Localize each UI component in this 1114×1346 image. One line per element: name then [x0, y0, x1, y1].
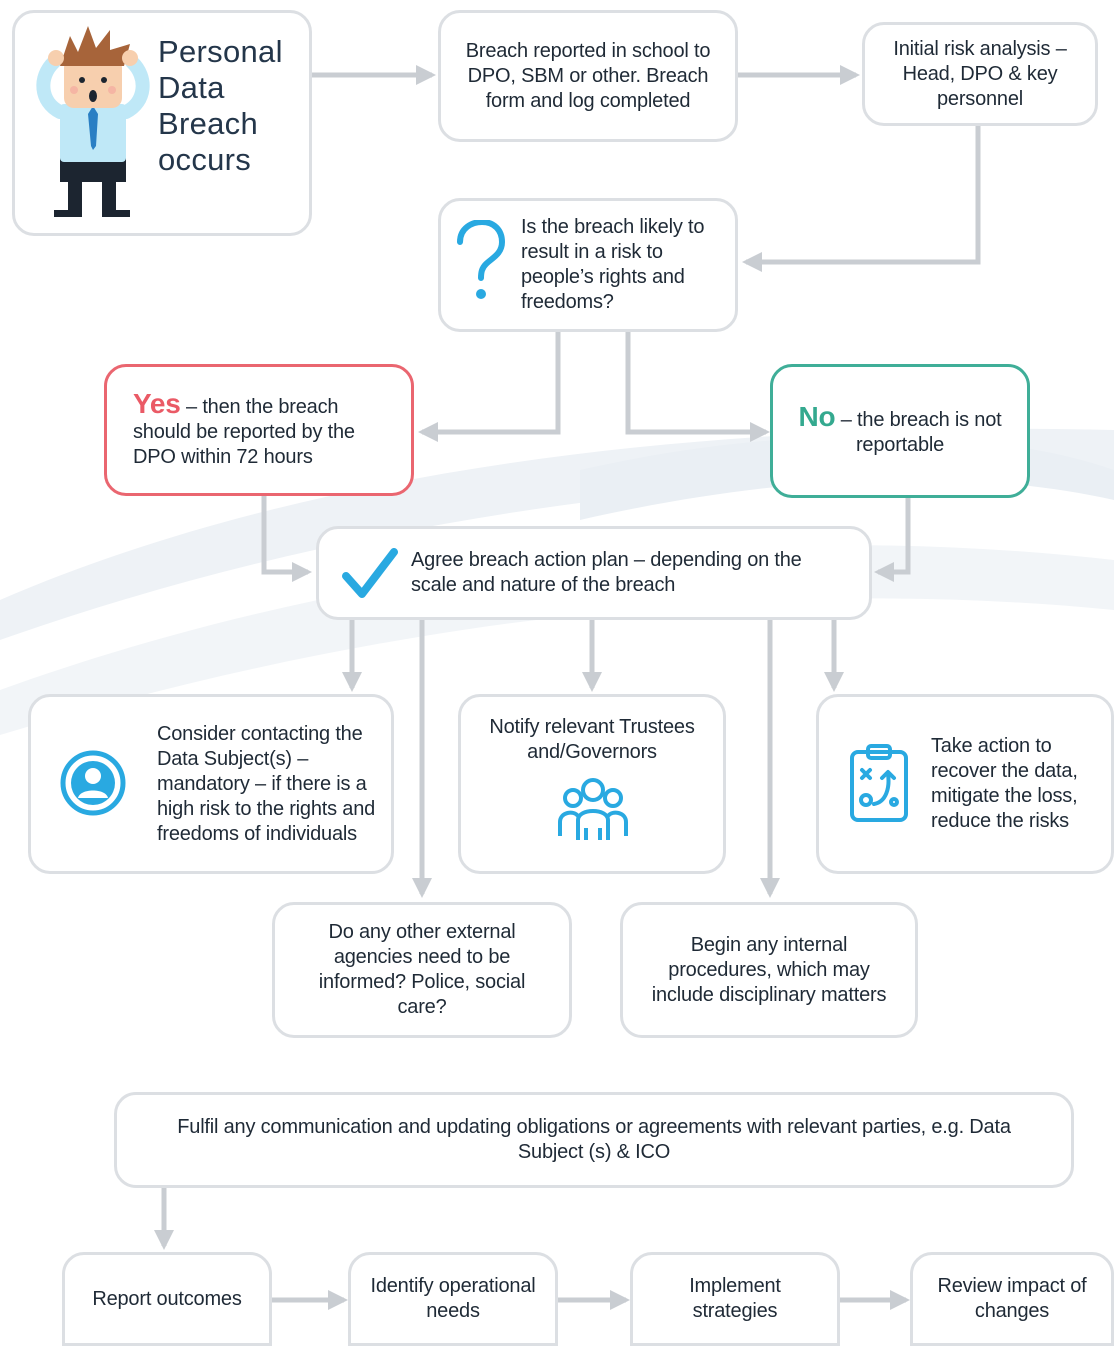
box-fulfil-obligations-text: Fulfil any communication and updating ob…	[177, 1116, 1011, 1163]
box-review-impact: Review impact of changes	[910, 1252, 1114, 1346]
box-risk-question-text: Is the breach likely to result in a risk…	[521, 216, 705, 313]
box-take-action: Take action to recover the data, mitigat…	[816, 694, 1114, 874]
start-title-line: occurs	[158, 142, 252, 177]
box-identify-needs: Identify operational needs	[348, 1252, 558, 1346]
box-implement-strategies-text: Implement strategies	[689, 1275, 781, 1322]
box-notify-trustees: Notify relevant Trustees and/Governors	[458, 694, 726, 874]
start-title: Personal Data Breach occurs	[158, 34, 298, 178]
box-action-plan: Agree breach action plan – depending on …	[316, 526, 872, 620]
box-initial-risk-analysis-text: Initial risk analysis – Head, DPO & key …	[893, 37, 1067, 110]
box-contact-data-subject-text: Consider contacting the Data Subject(s) …	[157, 722, 376, 845]
box-initial-risk-analysis: Initial risk analysis – Head, DPO & key …	[862, 22, 1098, 126]
box-report-outcomes-text: Report outcomes	[92, 1287, 242, 1310]
box-internal-procedures-text: Begin any internal procedures, which may…	[651, 933, 887, 1006]
start-title-line: Data	[158, 70, 225, 105]
box-yes-reportable: Yes – then the breach should be reported…	[104, 364, 414, 496]
start-title-line: Breach	[158, 106, 259, 141]
yes-label: Yes	[133, 387, 181, 419]
worried-man-icon	[36, 26, 150, 217]
box-internal-procedures: Begin any internal procedures, which may…	[620, 902, 918, 1038]
yes-description: – then the breach should be reported by …	[133, 395, 355, 468]
box-breach-reported: Breach reported in school to DPO, SBM or…	[438, 10, 738, 142]
box-yes-text: Yes – then the breach should be reported…	[133, 387, 393, 470]
arrow-no-to-plan	[874, 498, 911, 582]
no-label: No	[798, 401, 836, 432]
box-external-agencies-text: Do any other external agencies need to b…	[318, 921, 526, 1018]
start-title-line: Personal	[158, 34, 283, 69]
box-no-not-reportable: No – the breach is not reportable	[770, 364, 1030, 498]
box-fulfil-obligations: Fulfil any communication and updating ob…	[114, 1092, 1074, 1188]
box-no-text: No – the breach is not reportable	[797, 401, 1003, 458]
box-external-agencies: Do any other external agencies need to b…	[272, 902, 572, 1038]
no-description: – the breach is not reportable	[835, 409, 1002, 456]
strategy-clipboard-icon	[850, 744, 908, 822]
arrow-question-to-no	[625, 332, 770, 442]
box-report-outcomes: Report outcomes	[62, 1252, 272, 1346]
box-take-action-text: Take action to recover the data, mitigat…	[931, 735, 1078, 832]
box-identify-needs-text: Identify operational needs	[370, 1275, 536, 1322]
user-circle-icon	[60, 750, 126, 816]
arrow-yes-to-plan	[261, 496, 312, 582]
box-notify-trustees-text: Notify relevant Trustees and/Governors	[489, 716, 695, 763]
arrow-question-to-yes	[418, 332, 561, 442]
checkmark-icon	[342, 548, 398, 598]
arrow-risk-to-question	[742, 126, 981, 272]
box-breach-reported-text: Breach reported in school to DPO, SBM or…	[465, 39, 711, 112]
group-people-icon	[558, 778, 628, 840]
box-action-plan-text: Agree breach action plan – depending on …	[411, 549, 802, 596]
box-implement-strategies: Implement strategies	[630, 1252, 840, 1346]
question-mark-icon	[457, 220, 506, 299]
box-review-impact-text: Review impact of changes	[937, 1275, 1087, 1322]
